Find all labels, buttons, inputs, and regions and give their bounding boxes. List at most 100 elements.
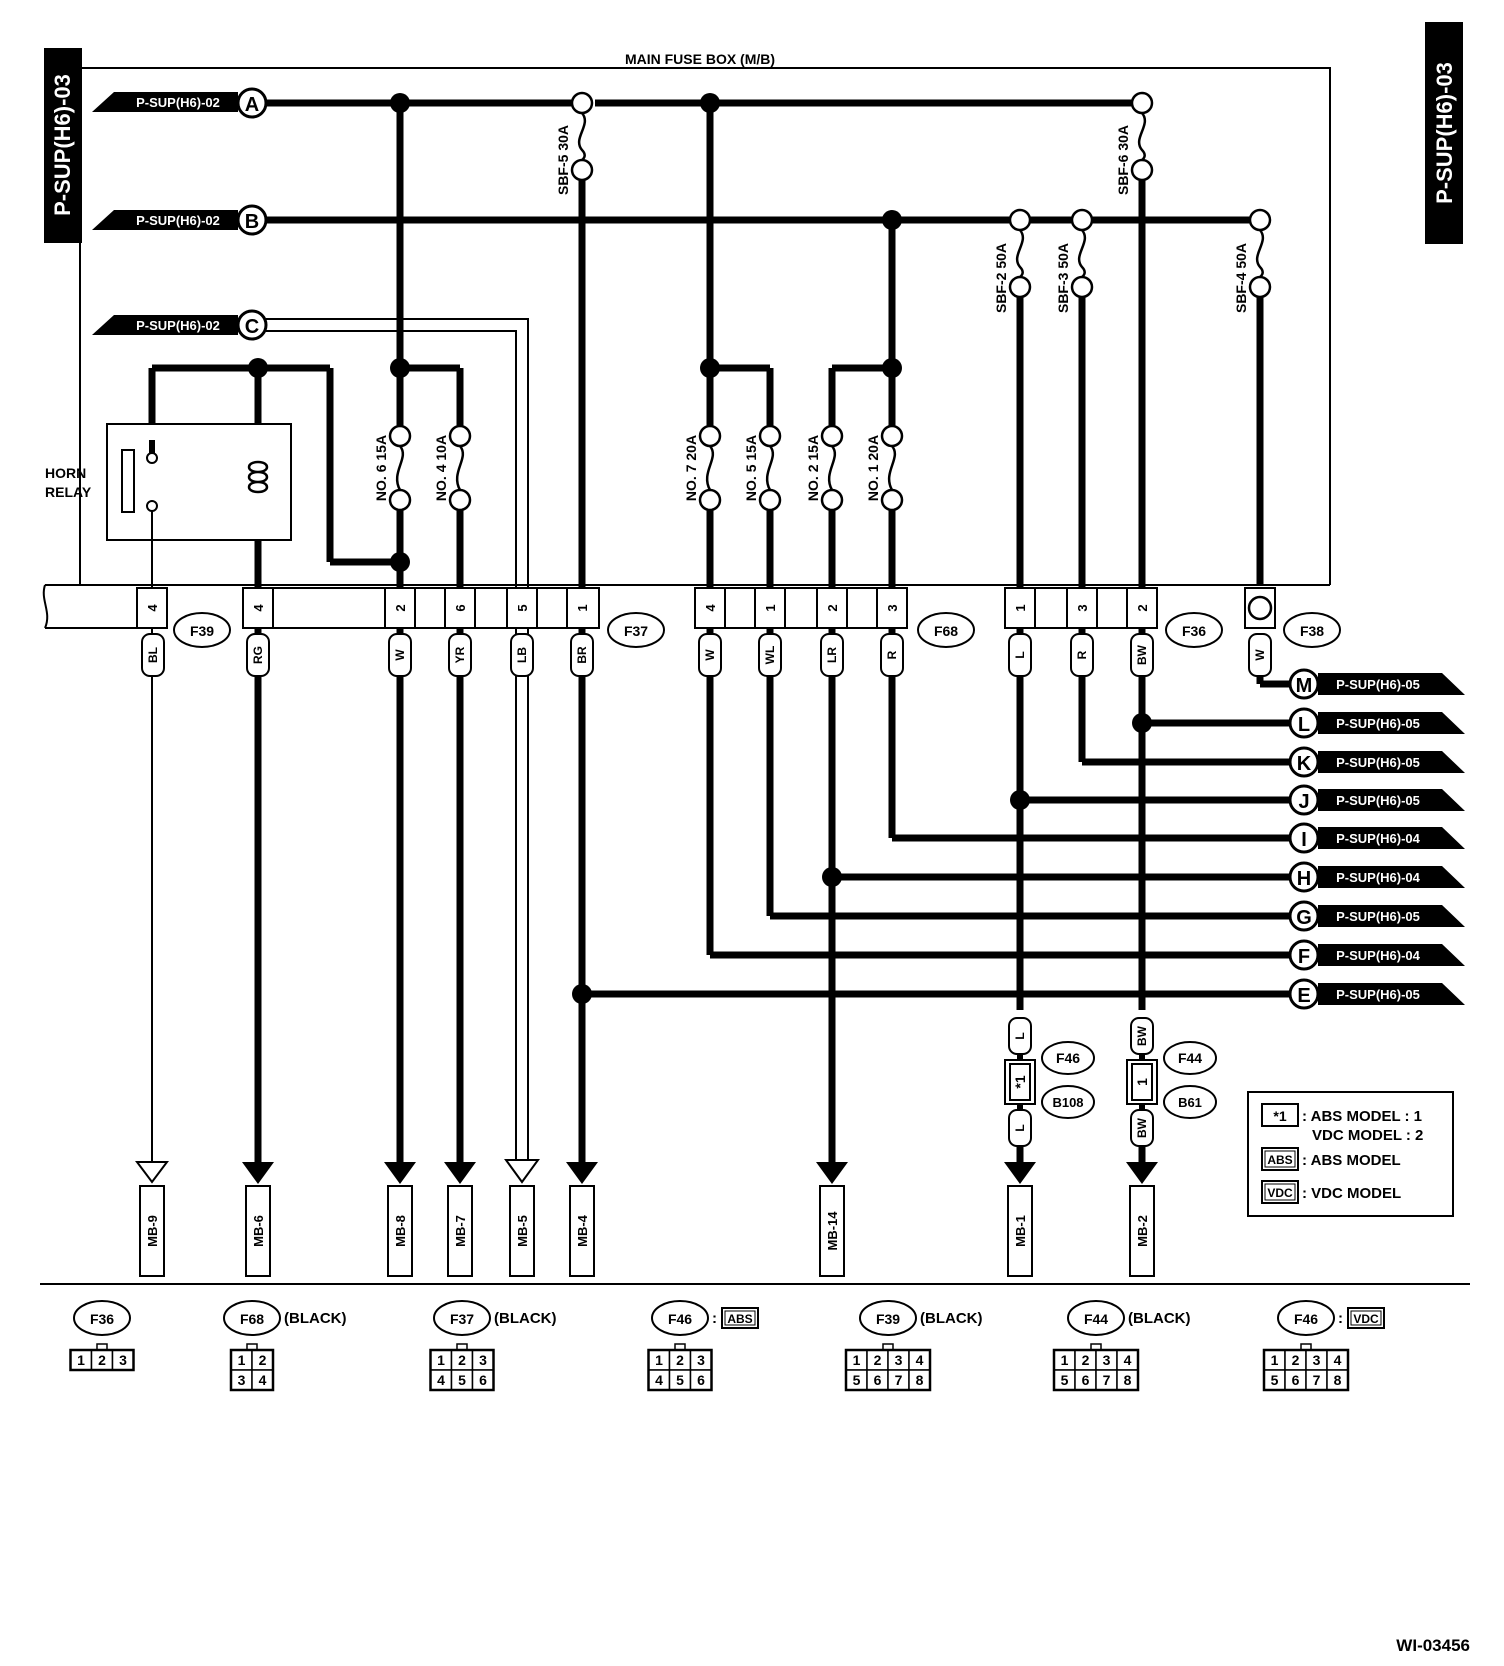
ground-mb-9: MB-9: [135, 1161, 169, 1277]
input-C-letter: C: [245, 316, 259, 338]
output-letter: I: [1301, 829, 1307, 851]
f36-pin-bw: 2: [1135, 604, 1150, 611]
connector-pin-number: 2: [676, 1352, 684, 1368]
ground-label: MB-1: [1013, 1215, 1028, 1247]
connector-pin-cell: 7: [887, 1369, 910, 1391]
connector-pin-number: 5: [853, 1372, 861, 1388]
connector-view-id: F36: [90, 1311, 114, 1327]
side-label-right-text: P-SUP(H6)-03: [1432, 62, 1457, 204]
inline-left-top-id: F46: [1056, 1050, 1080, 1066]
ground-mb-4: MB-4: [566, 1162, 598, 1277]
ground-label: MB-4: [575, 1214, 590, 1247]
wire-yr: YR: [453, 646, 467, 663]
connector-strips: [136, 587, 1276, 629]
fuse-no7-label: NO. 7 20A: [683, 435, 699, 501]
ground-mb-14: MB-14: [816, 1162, 848, 1277]
connector-pin-cell: 1: [230, 1349, 253, 1371]
connector-view-id: F39: [876, 1311, 900, 1327]
connector-pin-cell: 5: [845, 1369, 868, 1391]
input-A: P-SUP(H6)-02 A: [92, 87, 268, 119]
ground-mb-6: MB-6: [242, 1162, 274, 1277]
output-letter: H: [1297, 868, 1311, 890]
small-fuses: [388, 424, 904, 512]
connector-pin-cell: 3: [689, 1349, 713, 1371]
ground-label: MB-7: [453, 1215, 468, 1247]
wire-lr: LR: [825, 647, 839, 663]
wiring-thick: [148, 99, 1290, 1165]
connector-pin-cell: 6: [1074, 1369, 1097, 1391]
f68-pin-lr: 2: [825, 604, 840, 611]
connector-F68-id: F68: [934, 623, 958, 639]
output-ref-text: P-SUP(H6)-05: [1336, 793, 1420, 808]
connector-view-colon: :: [712, 1310, 717, 1327]
connector-pin-number: 3: [697, 1352, 705, 1368]
fuse-sbf4-label: SBF-4 50A: [1233, 243, 1249, 313]
input-A-ref: P-SUP(H6)-02: [136, 95, 220, 110]
connector-pin-number: 7: [1313, 1372, 1321, 1388]
connector-pin-number: 1: [1271, 1352, 1279, 1368]
inline-right-bottom-id: B61: [1178, 1095, 1202, 1110]
f36-pin-l: 1: [1013, 604, 1028, 611]
connector-pin-number: 4: [1124, 1352, 1132, 1368]
connector-pin-number: 6: [874, 1372, 882, 1388]
connector-view-note: (BLACK): [494, 1310, 556, 1327]
connector-view-id: F46: [1294, 1311, 1318, 1327]
connector-pin-cell: 4: [908, 1349, 931, 1371]
connector-pin-cell: 5: [1053, 1369, 1076, 1391]
connector-pin-number: 2: [1292, 1352, 1300, 1368]
connector-pin-cell: 5: [450, 1369, 474, 1391]
connector-pin-number: 6: [697, 1372, 705, 1388]
ground-label: MB-8: [393, 1215, 408, 1247]
ground-label: MB-6: [251, 1215, 266, 1247]
connector-pin-number: 8: [916, 1372, 924, 1388]
connector-pin-cell: 6: [866, 1369, 889, 1391]
connector-pin-cell: 7: [1305, 1369, 1328, 1391]
connector-pin-cell: 1: [845, 1349, 868, 1371]
connector-pin-number: 3: [895, 1352, 903, 1368]
output-letter: K: [1297, 753, 1312, 775]
wire-br: BR: [575, 646, 589, 664]
fuse-sbf3-label: SBF-3 50A: [1055, 243, 1071, 313]
connector-pin-number: 1: [655, 1352, 663, 1368]
f68-pin-w: 4: [703, 604, 718, 612]
inline-left-pin: *1: [1012, 1075, 1028, 1088]
output-ref-text: P-SUP(H6)-05: [1336, 677, 1420, 692]
wire-tags: [141, 633, 1272, 677]
inline-connector-right: [1126, 1017, 1217, 1147]
connector-pin-cell: 6: [1284, 1369, 1307, 1391]
connector-pin-number: 2: [259, 1352, 267, 1368]
connector-view-note: (BLACK): [284, 1310, 346, 1327]
fuse-sbf2-label: SBF-2 50A: [993, 243, 1009, 313]
fuse-no4-label: NO. 4 10A: [433, 435, 449, 501]
connector-pin-cell: 5: [668, 1369, 692, 1391]
connector-pin-number: 5: [676, 1372, 684, 1388]
legend-line-1: : ABS MODEL : 1: [1302, 1108, 1422, 1125]
f37-pin-lb: 5: [515, 604, 530, 611]
connector-pin-cell: 8: [908, 1369, 931, 1391]
connector-pin-cell: 7: [1095, 1369, 1118, 1391]
connector-pin-number: 8: [1334, 1372, 1342, 1388]
output-ref-text: P-SUP(H6)-05: [1336, 909, 1420, 924]
side-label-right: P-SUP(H6)-03: [1425, 22, 1463, 244]
inline-left-bottom-id: B108: [1052, 1095, 1083, 1110]
ground-mb-1: MB-1: [1004, 1162, 1036, 1277]
connector-pin-number: 1: [238, 1352, 246, 1368]
wire-rg: RG: [251, 646, 265, 664]
connector-pin-number: 2: [1082, 1352, 1090, 1368]
connector-pin-number: 7: [1103, 1372, 1111, 1388]
connector-pin-cell: 3: [111, 1349, 135, 1371]
wire-lb: LB: [515, 647, 529, 663]
connector-view-id: F68: [240, 1311, 264, 1327]
fuse-no6-label: NO. 6 15A: [373, 435, 389, 501]
f38-pin: [1247, 595, 1273, 621]
f37-pin-br: 1: [575, 604, 590, 611]
output-letter: J: [1298, 791, 1309, 813]
connector-pin-cell: 1: [1053, 1349, 1076, 1371]
fuse-no5-label: NO. 5 15A: [743, 435, 759, 501]
